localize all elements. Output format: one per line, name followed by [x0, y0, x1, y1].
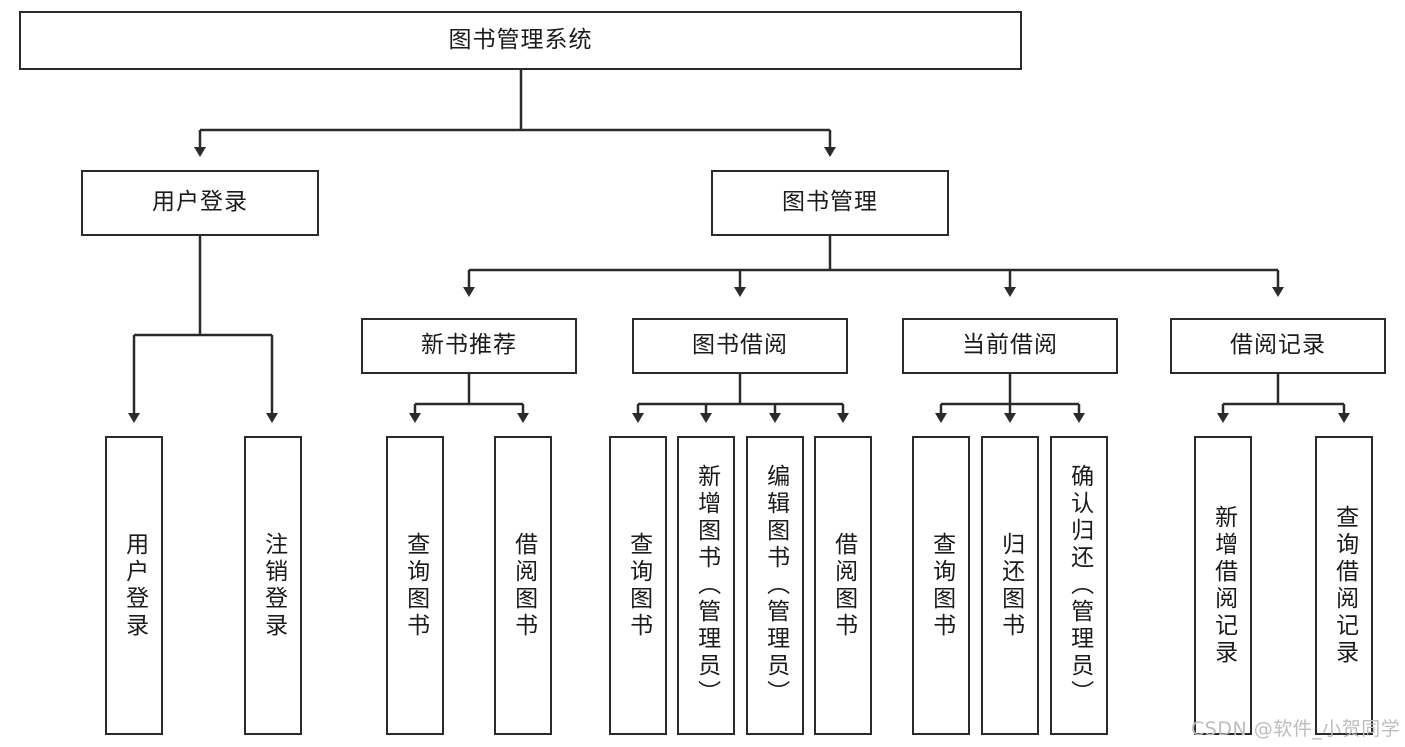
leaf-book-borrow-query-book[interactable]: 查询图书: [609, 436, 667, 735]
node-borrow-record[interactable]: 借阅记录: [1170, 318, 1386, 374]
leaf-current-borrow-return-book[interactable]: 归还图书: [981, 436, 1039, 735]
leaf-label: 查询借阅记录: [1331, 504, 1358, 667]
node-book-borrow[interactable]: 图书借阅: [632, 318, 848, 374]
leaf-current-borrow-confirm-return-admin[interactable]: 确认归还（管理员）: [1050, 436, 1108, 735]
leaf-label: 归还图书: [997, 531, 1024, 640]
leaf-label: 确认归还（管理员）: [1066, 464, 1093, 707]
node-new-book-recommend[interactable]: 新书推荐: [361, 318, 577, 374]
leaf-label: 借阅图书: [510, 531, 537, 640]
leaf-user-login-login[interactable]: 用户登录: [105, 436, 163, 735]
leaf-new-book-borrow-book[interactable]: 借阅图书: [494, 436, 552, 735]
leaf-new-book-query-book[interactable]: 查询图书: [386, 436, 444, 735]
leaf-book-borrow-borrow-book[interactable]: 借阅图书: [814, 436, 872, 735]
leaf-label: 新增图书（管理员）: [693, 464, 720, 707]
leaf-borrow-record-query-record[interactable]: 查询借阅记录: [1315, 436, 1373, 735]
leaf-label: 用户登录: [121, 531, 148, 640]
leaf-label: 查询图书: [625, 531, 652, 640]
node-user-login[interactable]: 用户登录: [81, 170, 319, 236]
leaf-label: 注销登录: [260, 531, 287, 640]
leaf-label: 查询图书: [402, 531, 429, 640]
node-book-management[interactable]: 图书管理: [711, 170, 949, 236]
leaf-label: 借阅图书: [830, 531, 857, 640]
leaf-borrow-record-add-record[interactable]: 新增借阅记录: [1194, 436, 1252, 735]
leaf-current-borrow-query-book[interactable]: 查询图书: [912, 436, 970, 735]
leaf-book-borrow-edit-book-admin[interactable]: 编辑图书（管理员）: [746, 436, 804, 735]
node-root-system[interactable]: 图书管理系统: [19, 11, 1022, 70]
leaf-book-borrow-add-book-admin[interactable]: 新增图书（管理员）: [677, 436, 735, 735]
node-current-borrow[interactable]: 当前借阅: [902, 318, 1118, 374]
leaf-label: 编辑图书（管理员）: [762, 464, 789, 707]
leaf-label: 查询图书: [928, 531, 955, 640]
leaf-user-login-logout[interactable]: 注销登录: [244, 436, 302, 735]
leaf-label: 新增借阅记录: [1210, 504, 1237, 667]
